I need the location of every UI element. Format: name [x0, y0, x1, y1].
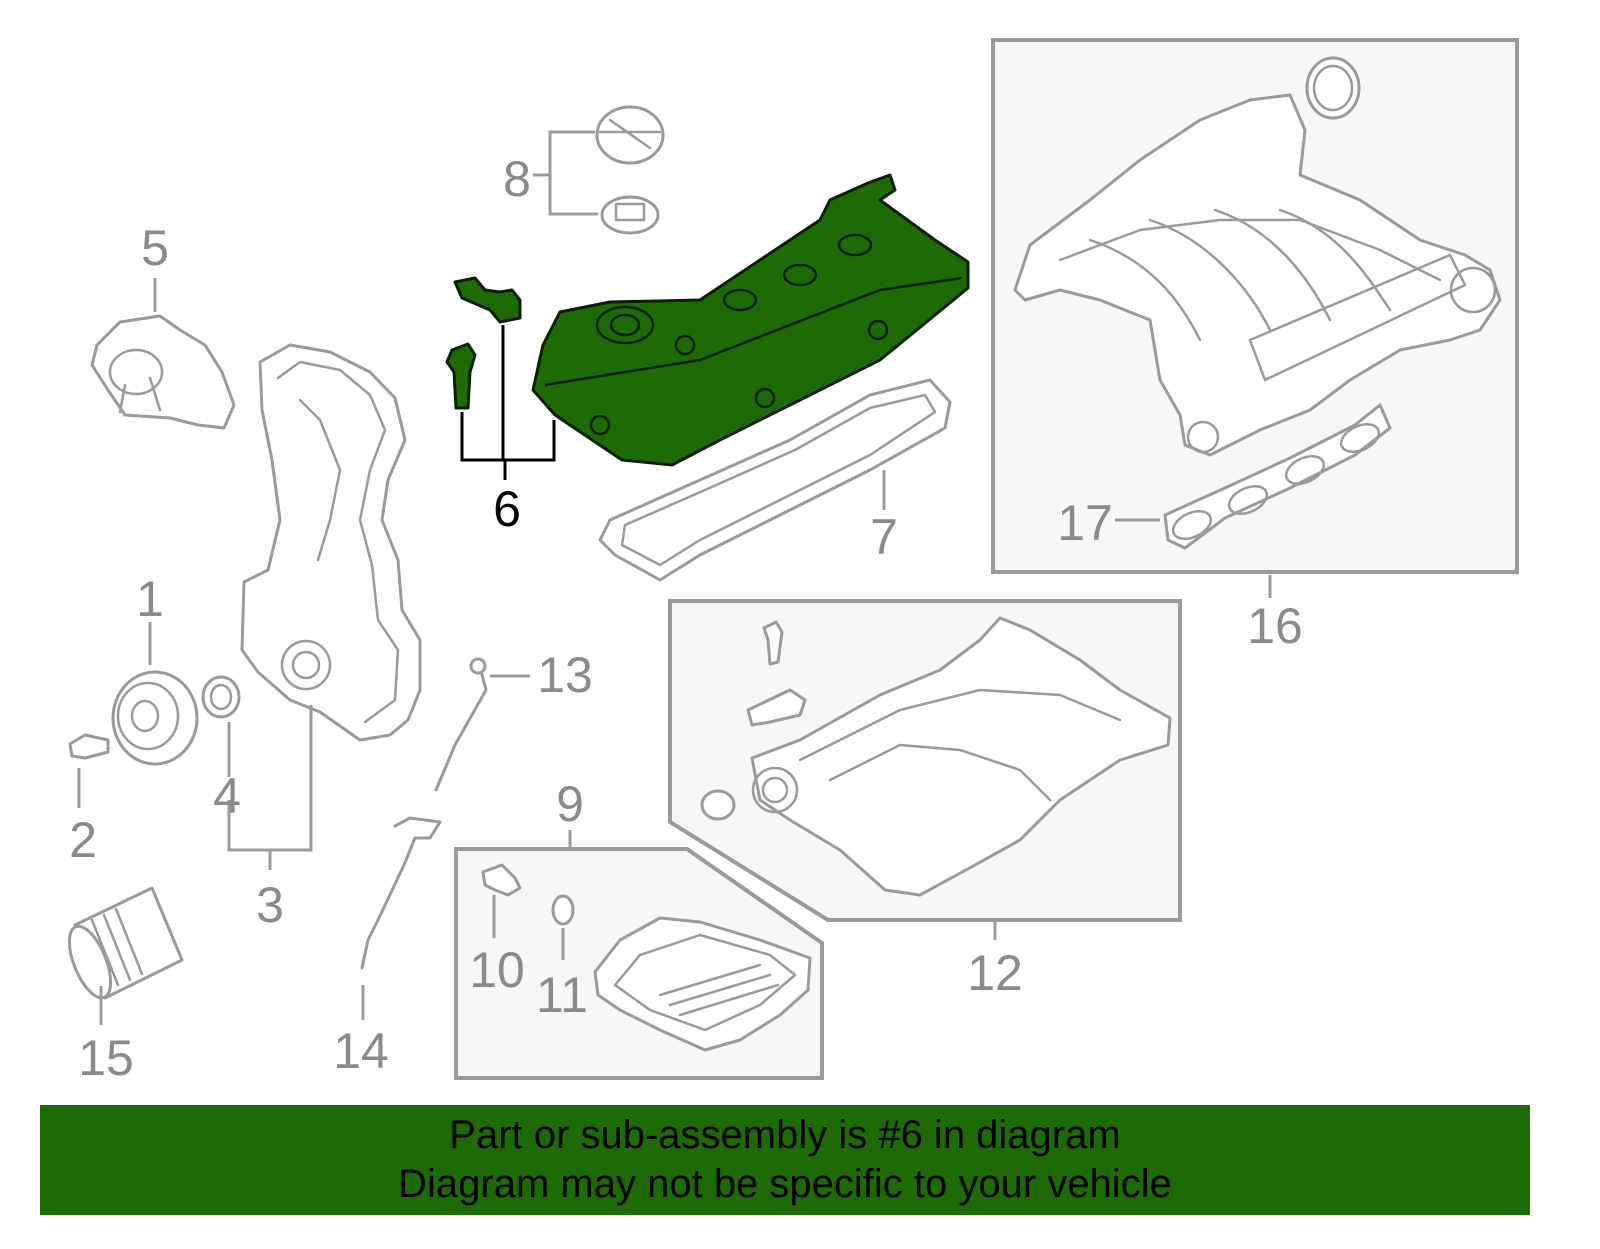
callout-9: 9 — [556, 776, 584, 832]
crank-bolt[interactable] — [68, 733, 110, 760]
crank-pulley[interactable] — [111, 670, 199, 766]
front-seal[interactable] — [201, 675, 241, 719]
callout-15: 15 — [78, 1030, 134, 1086]
info-banner: Part or sub-assembly is #6 in diagram Di… — [40, 1105, 1530, 1215]
callout-10: 10 — [469, 942, 525, 998]
callout-3: 3 — [256, 877, 284, 933]
callout-8: 8 — [503, 151, 531, 207]
dipstick[interactable] — [360, 816, 442, 970]
banner-line-2: Diagram may not be specific to your vehi… — [398, 1162, 1172, 1206]
valve-cover-gasket[interactable] — [598, 378, 952, 582]
callout-6: 6 — [493, 481, 521, 537]
callout-1: 1 — [136, 571, 164, 627]
dipstick-tube[interactable] — [434, 657, 488, 792]
intake-manifold[interactable] — [1013, 93, 1502, 457]
drain-plug[interactable] — [481, 863, 522, 897]
leader-lines — [77, 130, 1272, 1025]
drain-washer[interactable] — [551, 894, 575, 926]
callout-5: 5 — [141, 220, 169, 276]
oil-cap-seal[interactable] — [600, 195, 660, 235]
callout-16: 16 — [1247, 598, 1303, 654]
lower-oil-pan[interactable] — [593, 916, 812, 1052]
intake-gasket[interactable] — [1163, 403, 1392, 550]
oil-pan[interactable] — [700, 616, 1172, 897]
callout-17: 17 — [1057, 495, 1113, 551]
oil-filter[interactable] — [61, 886, 184, 1003]
callout-13: 13 — [537, 647, 593, 703]
valve-cover-bolt[interactable] — [445, 276, 522, 410]
callout-7: 7 — [870, 509, 898, 565]
callout-11: 11 — [536, 967, 588, 1023]
banner-line-1: Part or sub-assembly is #6 in diagram — [449, 1113, 1121, 1157]
throttle-seal[interactable] — [1305, 56, 1361, 120]
oil-filler-cap[interactable] — [595, 105, 665, 165]
timing-cover[interactable] — [240, 343, 422, 742]
valve-cover[interactable] — [531, 173, 970, 467]
callout-12: 12 — [967, 945, 1023, 1001]
leader-line-6 — [460, 325, 556, 480]
callout-4: 4 — [213, 768, 241, 824]
callout-14: 14 — [333, 1023, 389, 1079]
callout-2: 2 — [69, 812, 97, 868]
water-pump[interactable] — [90, 314, 236, 430]
